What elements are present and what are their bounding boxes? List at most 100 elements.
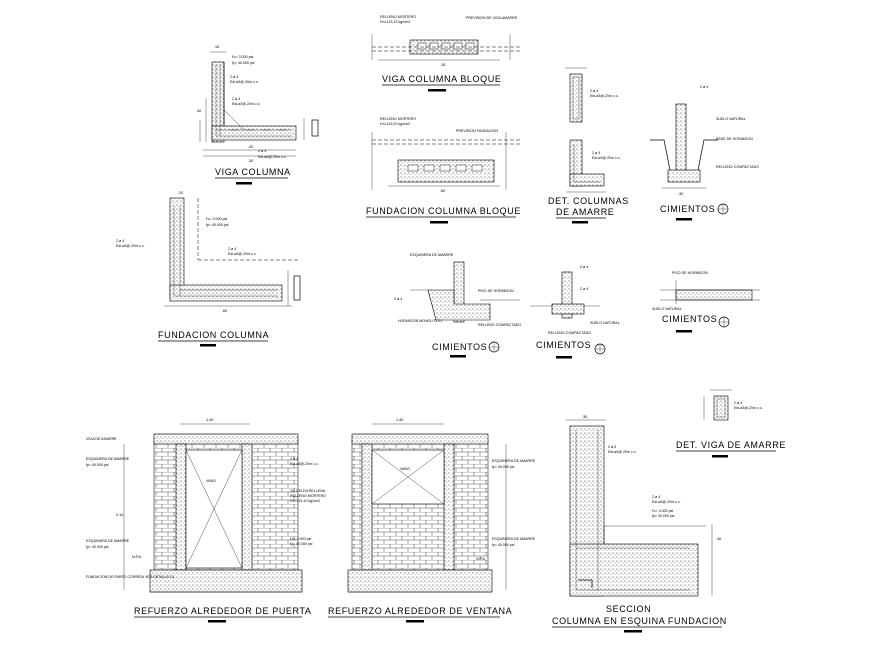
note: Est.ø3@.20m c.c.: [116, 244, 145, 248]
dim-label: .20: [178, 191, 183, 195]
note: FUNDACION DE PARED CORRIDA VER DETALLE C…: [86, 575, 175, 579]
note: Est.ø3@.20m c.c.: [608, 450, 637, 454]
title-cimientos: CIMIENTOS: [662, 314, 717, 324]
title-refuerzo-ventana: REFUERZO ALREDEDOR DE VENTANA: [328, 606, 512, 616]
note: 2 ø 4: [228, 247, 236, 251]
note: PREVISION FUNDACION: [456, 129, 498, 133]
fundacion-columna-detail: .20 f'c= 3.000 psi fy= 40.000 psi 2 ø 4 …: [116, 191, 301, 347]
title-seccion: SECCION: [606, 604, 651, 614]
title-cimientos: CIMIENTOS: [432, 342, 487, 352]
title-viga-columna-bloque: VIGA COLUMNA BLOQUE: [382, 74, 501, 84]
vano-label: VANO: [206, 479, 216, 483]
dim-label: 1.40: [396, 418, 403, 422]
note: 2 ø 4: [232, 97, 240, 101]
note: PISO DE HORMIGON: [672, 271, 708, 275]
note: RELLENO MORTERO: [380, 117, 416, 121]
title-cimientos: CIMIENTOS: [660, 204, 715, 214]
note: SUELO NATURAL: [590, 321, 620, 325]
note: RELLENO COMPACTADO: [478, 323, 521, 327]
title-fundacion-columna: FUNDACION COLUMNA: [158, 330, 269, 340]
title-cimientos: CIMIENTOS: [536, 340, 591, 350]
note: fy= 40.000 psi: [206, 223, 229, 227]
note: 2 ø 4: [258, 149, 266, 153]
note: fy= 40.000 psi: [290, 542, 313, 546]
dim-label: .15: [440, 63, 445, 67]
det-columnas-amarre: 2 ø 4 Est.ø3@.20m c.c. 2 ø 4 Est.ø3@.20m…: [548, 67, 629, 224]
note: 2 ø 4: [394, 297, 402, 301]
note: f'm=115,10 kg/cm2: [290, 499, 320, 503]
title-viga-columna: VIGA COLUMNA: [215, 167, 291, 177]
title-seccion-2: COLUMNA EN ESQUINA FUNDACION: [552, 616, 727, 626]
note: fy= 40.000 psi: [232, 61, 255, 65]
dim-label: .30: [678, 192, 683, 196]
note: ESQUINERA DE AMARRE: [410, 253, 454, 257]
cimientos-detail-4: PISO DE HORMIGON SUELO NATURAL CIMIENTOS: [652, 271, 760, 333]
viga-columna-detail: .15 .20 .30 .40 f'c= 3.000 psi fy= 40.00…: [196, 45, 319, 185]
note: Est.ø3@.20m c.c.: [734, 406, 763, 410]
note: 2 ø 4: [590, 89, 598, 93]
vano-label: VANO: [400, 467, 410, 471]
cimientos-detail-1: 2 ø 4 SUELO NATURAL BASE DE HORMIGON REL…: [650, 85, 759, 221]
note: f'm=115,10 kg/cm2: [380, 20, 410, 24]
dim-label: .15: [214, 45, 219, 49]
note: ESQUINERA DE AMARRE: [492, 537, 536, 541]
note: RELLENO MORTERO: [290, 494, 326, 498]
note: ESQUINERA DE AMARRE: [492, 459, 536, 463]
note: Est.ø3@.20m c.c.: [228, 252, 257, 256]
det-viga-amarre: 2 ø 4 Est.ø3@.20m c.c. DET. VIGA DE AMAR…: [676, 389, 785, 458]
title-de-amarre: DE AMARRE: [556, 207, 614, 217]
note: 1/4 CELDA RELLENA: [290, 489, 326, 493]
cimientos-detail-2: ESQUINERA DE AMARRE 2 ø 4 PISO DE HORMIG…: [394, 253, 521, 358]
note: fy= 40.000 psi: [86, 545, 109, 549]
dim-label: .30: [248, 159, 253, 163]
note: PISO DE HORMIGON: [478, 289, 514, 293]
note: 2 ø 4: [608, 445, 616, 449]
note: VIGA DE AMARRE: [86, 437, 117, 441]
note: Est.ø3@.20m c.c.: [592, 156, 621, 160]
note: N.P.A.: [132, 555, 142, 559]
note: RELLENO COMPACTADO: [716, 165, 759, 169]
seccion-columna-esquina: .30 2 ø 4 Est.ø3@.20m c.c. 2 ø 4 Est.ø3@…: [552, 415, 727, 633]
cimientos-detail-3: 2 ø 4 2 ø 4 SUELO NATURAL RELLENO COMPAC…: [530, 265, 620, 359]
viga-columna-bloque-detail: RELLENO MORTERO f'm=115,10 kg/cm2 PREVIS…: [371, 15, 520, 92]
note: 2 ø 4: [580, 287, 588, 291]
note: 2 ø 4: [290, 457, 298, 461]
title-refuerzo-puerta: REFUERZO ALREDEDOR DE PUERTA: [134, 606, 312, 616]
title-det-columnas: DET. COLUMNAS: [548, 196, 629, 206]
note: f'm=115,10 kg/cm2: [380, 122, 410, 126]
note: 2 ø 4: [592, 151, 600, 155]
note: 2 ø 4: [580, 265, 588, 269]
note: 2 ø 4: [652, 495, 660, 499]
dim-label: 1.00: [206, 418, 213, 422]
note: 2 ø 4: [230, 75, 238, 79]
note: 2 ø 4: [734, 401, 742, 405]
note: f'c= 3.000 psi: [290, 537, 311, 541]
note: SUELO NATURAL: [716, 117, 746, 121]
note: ESQUINERA DE AMARRE: [86, 457, 130, 461]
note: fy= 40.000 psi: [492, 543, 515, 547]
note: fy= 40.000 psi: [652, 514, 675, 518]
refuerzo-ventana-elevation: VANO 1.40 ESQUINERA DE AMARRE fy= 40.000…: [328, 418, 536, 623]
note: PREVISION DE VIGA AMARRE: [466, 16, 518, 20]
dim-label: .40: [716, 537, 721, 541]
note: N.P.A.: [476, 557, 486, 561]
note: RELLENO MORTERO: [380, 15, 416, 19]
note: 2 ø 4: [116, 239, 124, 243]
note: f'c= 3.000 psi: [652, 509, 673, 513]
note: BASE DE HORMIGON: [716, 137, 753, 141]
note: Est.ø3@.20m c.c.: [652, 500, 681, 504]
dim-label: .30: [582, 415, 587, 419]
dim-label: .60: [222, 309, 227, 313]
dim-label: .60: [440, 189, 445, 193]
note: RELLENO COMPACTADO: [548, 331, 591, 335]
note: fy= 40.000 psi: [86, 463, 109, 467]
title-fundacion-columna-bloque: FUNDACION COLUMNA BLOQUE: [366, 206, 521, 216]
note: Est.ø3@.20m c.c.: [230, 80, 259, 84]
note: Est.ø3@.20m c.c.: [290, 462, 319, 466]
note: Est.ø3@.20m c.c.: [232, 102, 261, 106]
dim-label: .40: [196, 109, 201, 113]
note: Est.ø3@.20m c.c.: [590, 94, 619, 98]
dim-label: .20: [248, 145, 253, 149]
note: SUELO NATURAL: [652, 307, 682, 311]
